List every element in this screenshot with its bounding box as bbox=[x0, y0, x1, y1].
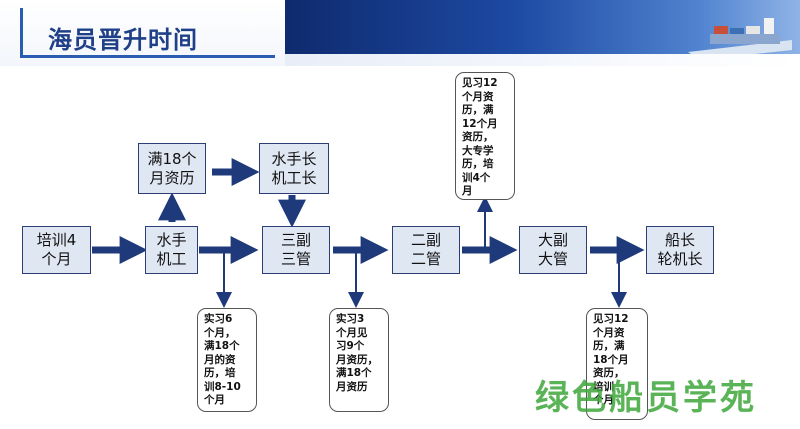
box-chief-officer: 大副 大管 bbox=[519, 226, 587, 274]
box-training: 培训4 个月 bbox=[22, 226, 91, 274]
title-bracket bbox=[20, 8, 38, 58]
note-to-third: 实习6 个月， 满18个 月的资 历，培 训8-10 个月 bbox=[197, 308, 257, 412]
box-bosun: 水手长 机工长 bbox=[259, 143, 329, 194]
watermark-logo: 绿色船员学苑 bbox=[535, 378, 757, 418]
page-title: 海员晋升时间 bbox=[48, 26, 198, 54]
box-sailor: 水手 机工 bbox=[145, 226, 198, 274]
box-captain: 船长 轮机长 bbox=[646, 226, 714, 274]
note-to-second: 实习3 个月见 习9个 月资历， 满18个 月资历 bbox=[329, 308, 389, 412]
header-banner bbox=[285, 0, 800, 66]
box-third-officer: 三副 三管 bbox=[262, 226, 330, 274]
box-18months: 满18个 月资历 bbox=[138, 143, 206, 194]
box-second-officer: 二副 二管 bbox=[392, 226, 460, 274]
note-to-captain: 见习12 个月资 历，满 18个月 资历， 培训 个月 bbox=[586, 308, 648, 420]
title-underline bbox=[20, 55, 275, 58]
banner-stripe bbox=[285, 54, 800, 66]
note-to-chief: 见习12 个月资 历，满 12个月 资历， 大专学 历，培 训4个 月 bbox=[455, 72, 515, 200]
